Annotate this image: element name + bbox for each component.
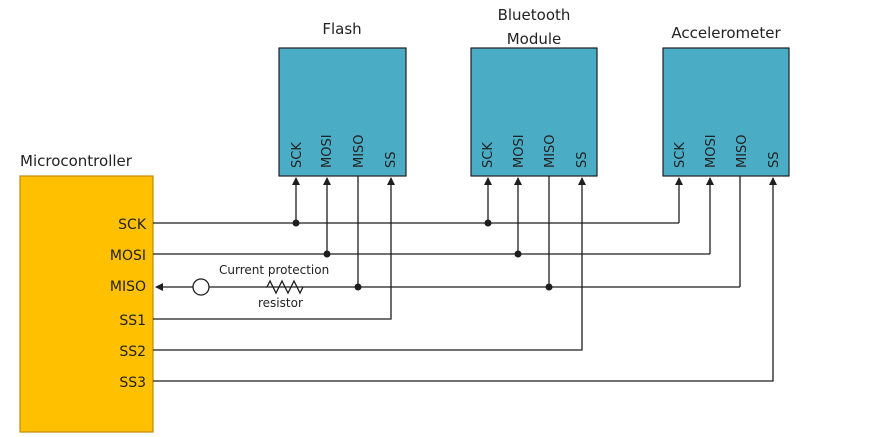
mosi-bus	[153, 177, 714, 258]
ss1-to-flash-wire	[153, 177, 395, 320]
bluetooth-pin-sck: SCK	[481, 142, 496, 168]
microcontroller-block	[19, 175, 154, 433]
bluetooth-title-line2: Module	[507, 30, 562, 48]
miso-flash-junction-dot	[354, 283, 362, 291]
accelerometer-title: Accelerometer	[671, 24, 781, 42]
microcontroller-title: Microcontroller	[20, 152, 133, 170]
resistor-note-line1: Current protection	[219, 263, 329, 277]
mcu-pin-ss3: SS3	[119, 375, 146, 391]
flash-pin-miso: MISO	[352, 134, 367, 168]
open-circle-node	[192, 278, 210, 296]
flash-pin-mosi: MOSI	[320, 134, 335, 168]
flash-block	[278, 47, 407, 177]
sck-bluetooth-junction-dot	[484, 219, 492, 227]
bluetooth-title-line1: Bluetooth	[498, 6, 571, 24]
current-protection-resistor	[265, 279, 306, 295]
sck-flash-junction-dot	[292, 219, 300, 227]
resistor-note-line2: resistor	[258, 296, 303, 310]
flash-pin-sck: SCK	[290, 142, 305, 168]
accelerometer-pin-sck: SCK	[673, 142, 688, 168]
bluetooth-pin-mosi: MOSI	[512, 134, 527, 168]
bluetooth-block	[470, 47, 598, 177]
flash-title: Flash	[322, 20, 361, 38]
miso-bluetooth-junction-dot	[545, 283, 553, 291]
mcu-pin-mosi: MOSI	[110, 248, 146, 264]
bluetooth-pin-miso: MISO	[543, 134, 558, 168]
mcu-pin-ss2: SS2	[119, 344, 146, 360]
mcu-pin-miso: MISO	[110, 279, 146, 295]
mcu-pin-sck: SCK	[118, 217, 147, 233]
sck-bus	[153, 177, 683, 227]
ss2-to-bluetooth-wire	[153, 177, 586, 351]
mcu-pin-ss1: SS1	[119, 313, 146, 329]
mosi-flash-junction-dot	[323, 250, 331, 258]
ss3-to-accelerometer-wire	[153, 177, 777, 382]
mosi-bluetooth-junction-dot	[514, 250, 522, 258]
accelerometer-pin-ss: SS	[767, 151, 782, 168]
accelerometer-pin-mosi: MOSI	[704, 134, 719, 168]
accelerometer-block	[662, 47, 790, 177]
bluetooth-pin-ss: SS	[575, 151, 590, 168]
flash-pin-ss: SS	[384, 151, 399, 168]
miso-bus	[155, 176, 741, 296]
accelerometer-pin-miso: MISO	[735, 134, 750, 168]
